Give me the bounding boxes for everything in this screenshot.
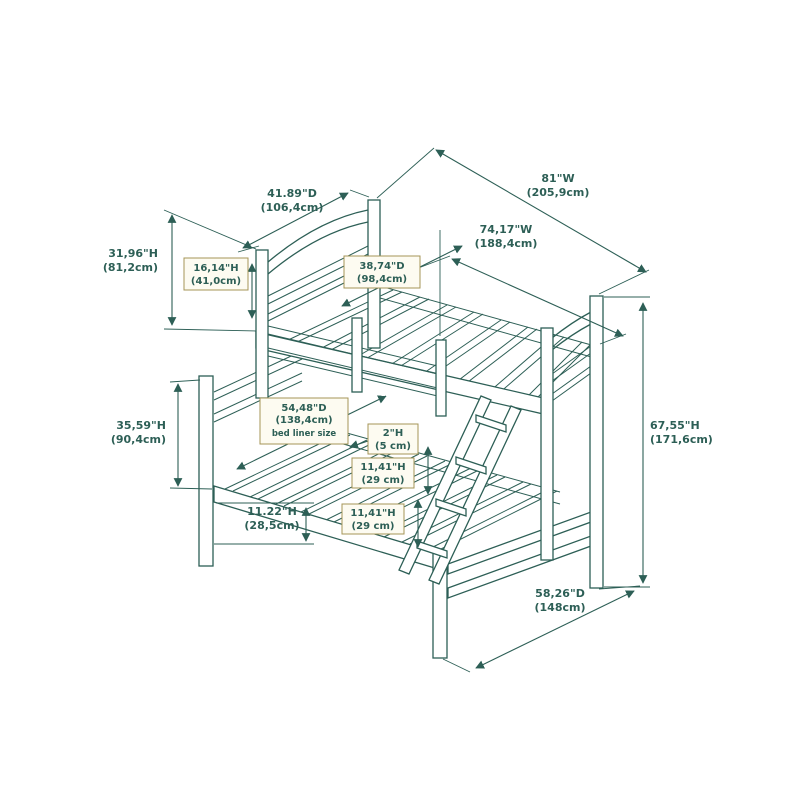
dim-top-inner-depth-line1: 38,74"D bbox=[359, 261, 404, 272]
tall-right-post bbox=[589, 295, 604, 589]
dim-line-slat-width bbox=[451, 258, 624, 337]
dim-slat-height-line1: 2"H bbox=[383, 428, 404, 439]
dim-slat-width-line1: 74,17"W bbox=[480, 223, 533, 236]
bottom-footboard-rails bbox=[447, 511, 592, 599]
guard-rail bbox=[267, 317, 447, 417]
dim-guardrail-height-line1: 16,14"H bbox=[193, 263, 238, 274]
dim-bed-liner-line2: (138,4cm) bbox=[275, 415, 332, 426]
dim-base-height-line2: (28,5cm) bbox=[244, 519, 299, 532]
dim-line-top-depth bbox=[242, 192, 349, 249]
dim-lower-headboard-height-label: 35,59"H (90,4cm) bbox=[111, 419, 166, 446]
dim-slat-width-line2: (188,4cm) bbox=[475, 237, 538, 250]
dim-lower-headboard-height-line1: 35,59"H bbox=[116, 419, 166, 432]
dim-guardrail-height-box: 16,14"H (41,0cm) bbox=[183, 257, 249, 291]
dim-bottom-depth-label: 58,26"D (148cm) bbox=[535, 587, 586, 614]
dim-ladder-step-2-box: 11,41"H (29 cm) bbox=[341, 503, 405, 535]
dim-total-height-line2: (171,6cm) bbox=[650, 433, 713, 446]
dim-guardrail-height-line2: (41,0cm) bbox=[191, 276, 241, 287]
headboard-front-post bbox=[255, 249, 269, 399]
dim-headboard-height-line1: 31,96"H bbox=[108, 247, 158, 260]
dim-bed-liner-box: 54,48"D (138,4cm) bed liner size bbox=[259, 397, 349, 445]
dim-bottom-depth-line1: 58,26"D bbox=[535, 587, 585, 600]
dim-bed-liner-line1: 54,48"D bbox=[281, 403, 326, 414]
dim-ladder-step-2-line2: (29 cm) bbox=[352, 521, 395, 532]
dim-ladder-step-1-line2: (29 cm) bbox=[362, 475, 405, 486]
footboard-front-post bbox=[540, 327, 554, 561]
dim-overall-width-label: 81"W (205,9cm) bbox=[527, 172, 590, 199]
dim-ladder-step-2-line1: 11,41"H bbox=[350, 508, 395, 519]
dim-bottom-depth-line2: (148cm) bbox=[535, 601, 586, 614]
dim-top-depth-line1: 41.89"D bbox=[267, 187, 317, 200]
dim-base-height-line1: 11.22"H bbox=[247, 505, 297, 518]
dim-top-depth-label: 41.89"D (106,4cm) bbox=[261, 187, 324, 214]
top-bunk-back-rail bbox=[379, 285, 596, 359]
bottom-left-post bbox=[198, 375, 214, 567]
dim-line-bottom-depth bbox=[475, 590, 635, 669]
dim-top-inner-depth-line2: (98,4cm) bbox=[357, 274, 407, 285]
dim-slat-width-label: 74,17"W (188,4cm) bbox=[475, 223, 538, 250]
dim-headboard-height-line2: (81,2cm) bbox=[103, 261, 158, 274]
dim-ladder-step-1-box: 11,41"H (29 cm) bbox=[351, 457, 415, 489]
dim-slat-height-box: 2"H (5 cm) bbox=[367, 423, 419, 455]
dim-top-depth-line2: (106,4cm) bbox=[261, 201, 324, 214]
dim-leader-slat-height bbox=[349, 440, 369, 449]
dim-lower-headboard-height-line2: (90,4cm) bbox=[111, 433, 166, 446]
dim-bed-liner-line3: bed liner size bbox=[272, 429, 337, 439]
dim-slat-height-line2: (5 cm) bbox=[375, 441, 411, 452]
dim-ladder-step-1-line1: 11,41"H bbox=[360, 462, 405, 473]
dim-top-inner-depth-box: 38,74"D (98,4cm) bbox=[343, 255, 421, 289]
dim-total-height-label: 67,55"H (171,6cm) bbox=[650, 419, 713, 446]
dim-headboard-height-label: 31,96"H (81,2cm) bbox=[103, 247, 158, 274]
dim-line-overall-width bbox=[435, 149, 647, 273]
dim-overall-width-line2: (205,9cm) bbox=[527, 186, 590, 199]
top-footboard bbox=[551, 311, 592, 402]
dim-base-height-label: 11.22"H (28,5cm) bbox=[244, 505, 299, 532]
dim-total-height-line1: 67,55"H bbox=[650, 419, 700, 432]
dim-overall-width-line1: 81"W bbox=[541, 172, 574, 185]
